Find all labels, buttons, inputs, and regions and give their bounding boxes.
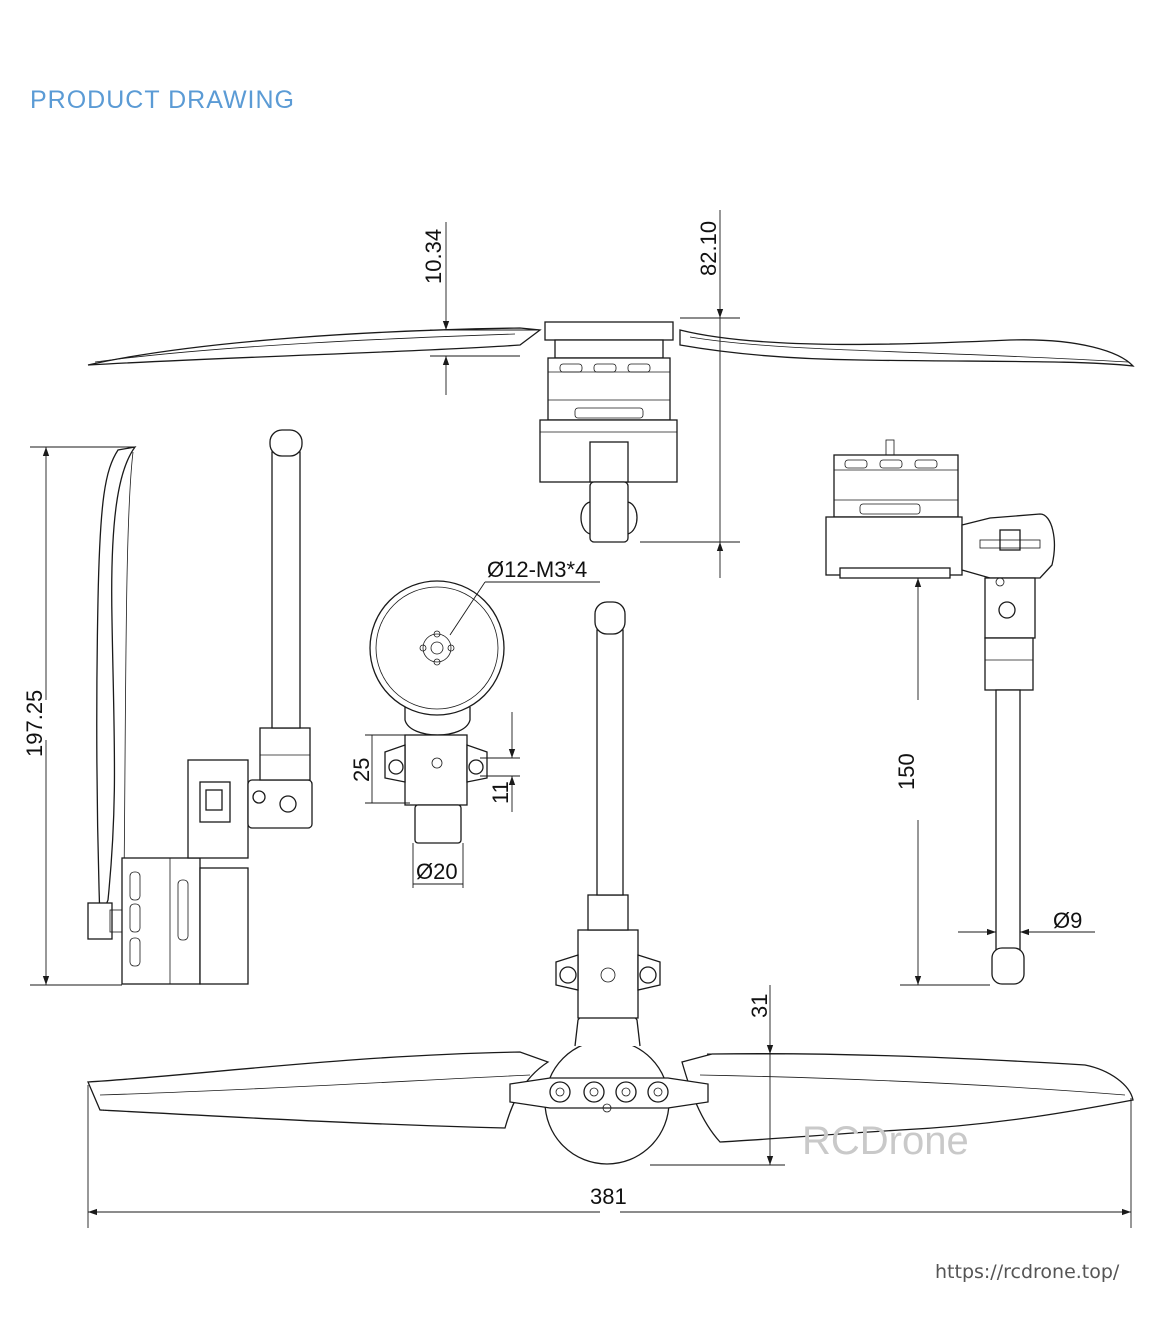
dim-label-arm-length: 150 [894,753,919,790]
dim-label-clamp-height: 25 [349,758,374,782]
right-side-view [825,439,1055,985]
dim-label-rod-dia: Ø9 [1053,908,1082,933]
dim-label-mount-hole: Ø12-M3*4 [487,557,587,582]
dimension-arm-length: 150 [894,578,990,986]
dimension-tube-dia: Ø20 [412,843,464,888]
dim-label-top-thickness: 10.34 [421,229,446,284]
dim-label-prop-span: 381 [590,1184,627,1209]
dim-label-tube-dia: Ø20 [416,859,458,884]
dim-label-clamp-spacing: 11 [488,781,513,804]
dimension-total-height: 197.25 [22,446,135,986]
dimension-top-height: 82.10 [696,210,724,578]
dimension-prop-span: 381 [87,1085,1132,1228]
bottom-view [87,601,1134,1165]
dim-label-total-height: 197.25 [22,690,47,757]
watermark-url: https://rcdrone.top/ [935,1261,1120,1283]
mount-view: Ø12-M3*4 [369,557,600,844]
dimension-rod-dia: Ø9 [958,908,1095,936]
dimension-top-thickness: 10.34 [421,222,450,395]
page-title: PRODUCT DRAWING [30,86,295,114]
dimension-clamp-spacing: 11 [480,712,520,812]
dim-label-top-height: 82.10 [696,221,721,276]
left-side-view [87,429,313,985]
dim-label-hub-offset: 31 [747,994,772,1018]
watermark-brand: RCDrone [802,1119,969,1163]
top-view [87,317,1135,543]
dimension-clamp-height: 25 [349,734,410,804]
dimension-hub-offset: 31 [650,985,785,1166]
